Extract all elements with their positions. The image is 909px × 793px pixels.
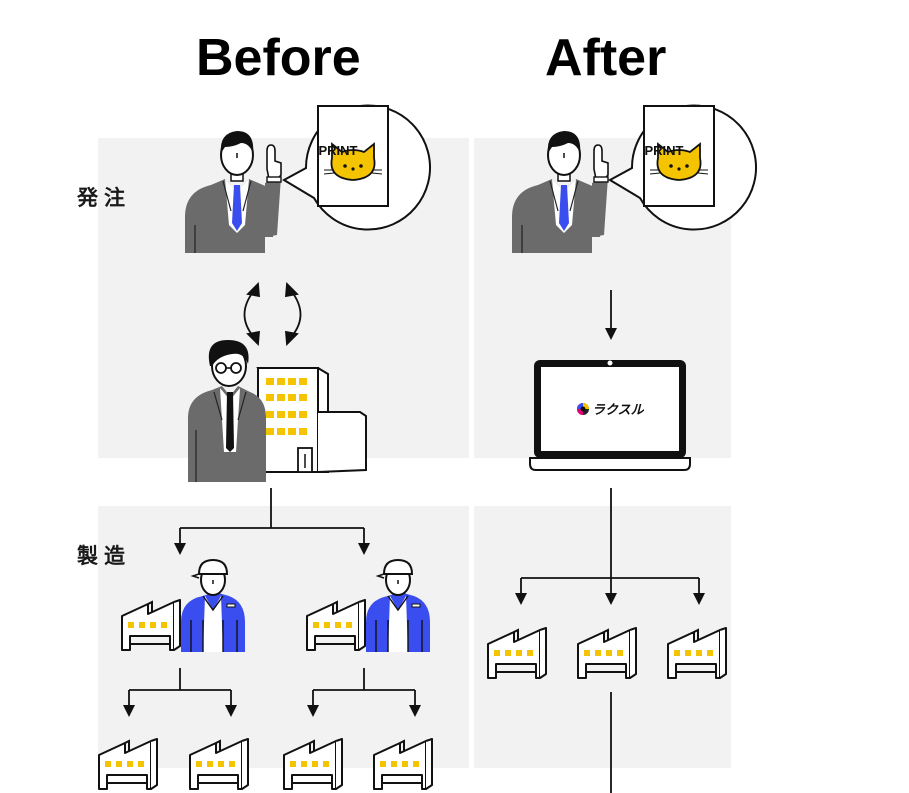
arrow-down-icon [358, 543, 370, 555]
arrow-down-icon [409, 705, 421, 717]
after-factory-connectors [520, 488, 700, 793]
before-tier2-connectors [128, 668, 416, 706]
after-client-illustration [511, 130, 609, 254]
tier1-worker-2 [365, 559, 431, 653]
tier2-factory-3 [283, 738, 343, 790]
tier1-factory-2 [306, 599, 366, 651]
arrow-down-icon [515, 593, 527, 605]
tier1-worker-1 [180, 559, 246, 653]
after-speech-bubble [609, 104, 757, 231]
platform-logo-text: ラクスル [592, 403, 645, 418]
tier1-factory-1 [121, 599, 181, 651]
arrow-down-icon [123, 705, 135, 717]
arrow-down-icon [605, 593, 617, 605]
arrow-down-icon [307, 705, 319, 717]
before-title: Before [196, 29, 361, 87]
exchange-arrows-icon [243, 281, 302, 347]
after-factory-1 [487, 627, 547, 679]
before-speech-bubble [283, 104, 431, 231]
after-factory-2 [577, 627, 637, 679]
before-tier1-connectors [179, 488, 365, 544]
before-client-illustration [184, 130, 282, 254]
after-title: After [545, 29, 667, 87]
after-print-label: PRINT [645, 143, 684, 158]
arrow-down-icon [225, 705, 237, 717]
tier2-factory-2 [189, 738, 249, 790]
agency-person-illustration [188, 340, 266, 482]
tier2-factory-1 [98, 738, 158, 790]
agency-building-icon [256, 367, 367, 473]
arrow-down-icon [693, 593, 705, 605]
arrow-down-icon [605, 328, 617, 340]
tier2-factory-4 [373, 738, 433, 790]
before-print-label: PRINT [319, 143, 358, 158]
after-factory-3 [667, 627, 727, 679]
arrow-down-icon [174, 543, 186, 555]
stage-label-order: 発注 [77, 186, 131, 210]
laptop-platform-icon [529, 360, 691, 471]
stage-label-manufacturing: 製造 [77, 544, 131, 568]
